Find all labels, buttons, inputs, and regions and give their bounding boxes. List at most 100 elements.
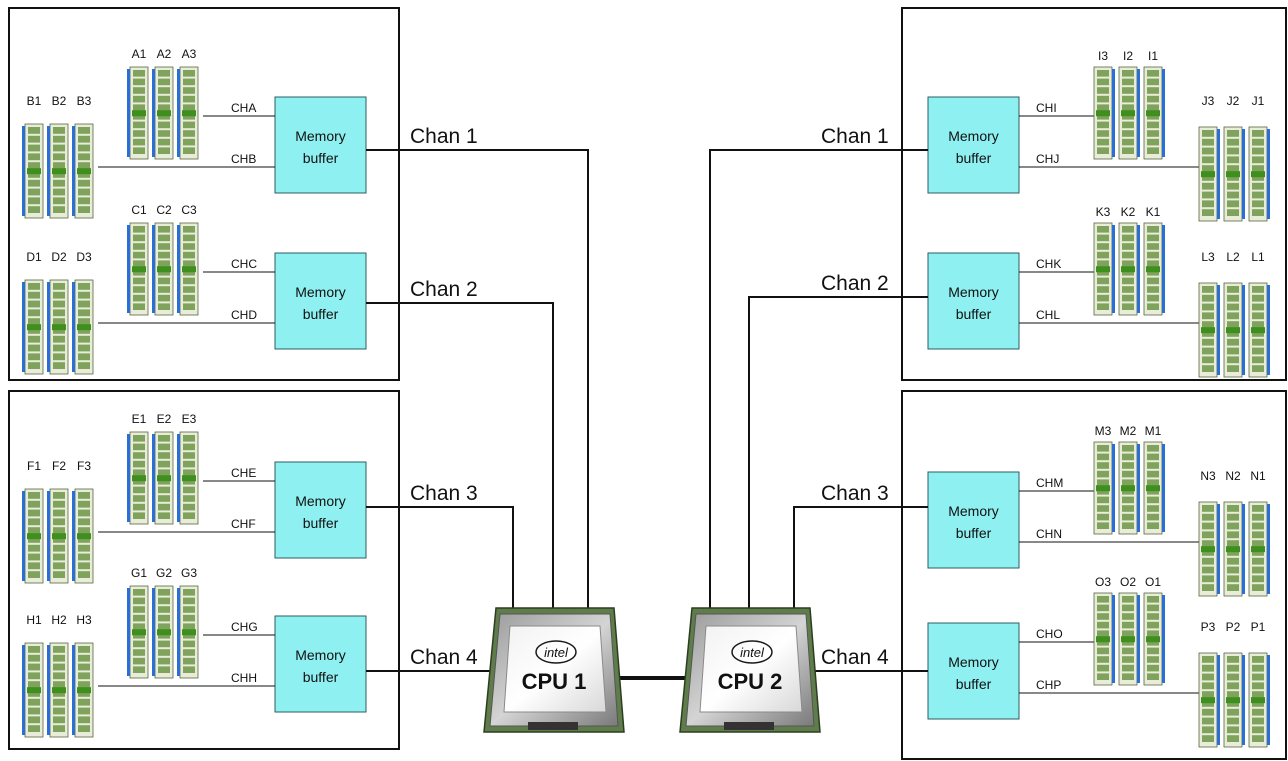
- dimm-chip: [1097, 470, 1109, 478]
- dimm-chip: [28, 725, 40, 732]
- dimm-chip: [133, 113, 145, 120]
- slot-label-l3: L3: [1201, 250, 1215, 264]
- memory-buffer-label: buffer: [956, 676, 992, 692]
- dimm-chip: [28, 135, 40, 143]
- memory-buffer-label: Memory: [948, 284, 999, 300]
- dimm-n1: [1248, 501, 1270, 597]
- dimm-chip: [1227, 708, 1239, 716]
- dimm-chip: [1252, 303, 1264, 311]
- dimm-chip: [1097, 95, 1109, 103]
- dimm-chip: [158, 486, 170, 494]
- dimm-edge: [177, 588, 180, 676]
- dimm-chip: [133, 452, 145, 459]
- dimm-chip: [1147, 630, 1159, 637]
- dimm-band: [27, 533, 41, 540]
- dimm-chip: [183, 243, 195, 250]
- dimm-chip: [1202, 200, 1214, 208]
- dimm-chip: [1097, 269, 1109, 276]
- slot-label-d1: D1: [26, 250, 42, 264]
- dimm-chip: [183, 632, 195, 639]
- dimm-chip: [1202, 531, 1214, 539]
- dimm-edge: [1112, 444, 1115, 532]
- dimm-chip: [1097, 243, 1109, 250]
- dimm-chip: [1252, 330, 1264, 337]
- dimm-chip: [1227, 356, 1239, 364]
- dimm-band: [1251, 327, 1265, 334]
- dimm-edge: [177, 225, 180, 313]
- memory-buffer: [274, 461, 367, 559]
- dimm-chip: [158, 113, 170, 120]
- dimm-band: [1251, 171, 1265, 178]
- memory-buffer: [274, 252, 367, 350]
- dimm-chip: [183, 234, 195, 242]
- dimm-chip: [1252, 130, 1264, 137]
- dimm-chip: [1202, 664, 1214, 672]
- memory-buffer-label: buffer: [303, 669, 339, 685]
- dimm-band: [52, 168, 66, 175]
- dimm-chip: [133, 649, 145, 656]
- dimm-chip: [1252, 174, 1264, 181]
- dimm-chip: [78, 206, 90, 213]
- dimm-chip: [1252, 286, 1264, 293]
- dimm-chip: [133, 614, 145, 622]
- dimm-chip: [183, 121, 195, 129]
- dimm-chip: [1122, 286, 1134, 293]
- dimm-edge: [47, 491, 50, 581]
- dimm-chip: [78, 571, 90, 578]
- dimm-chip: [183, 657, 195, 665]
- dimm-chip: [1147, 269, 1159, 276]
- dimm-chip: [28, 335, 40, 343]
- dimm-chip: [53, 663, 65, 671]
- cpu2-chan-2-label: Chan 2: [821, 272, 889, 295]
- dimm-n2: [1223, 501, 1245, 597]
- dimm-chip: [1227, 130, 1239, 137]
- dimm-edge: [1267, 504, 1270, 594]
- slot-label-c3: C3: [181, 203, 197, 217]
- dimm-chip: [1097, 87, 1109, 94]
- dimm-p3: [1198, 652, 1220, 748]
- slot-label-i2: I2: [1123, 49, 1133, 63]
- dimm-chip: [1252, 700, 1264, 707]
- dimm-chip: [78, 335, 90, 343]
- cpu-brand: intel: [740, 645, 765, 660]
- dimm-chip: [1252, 531, 1264, 539]
- memory-buffer: [927, 96, 1020, 194]
- cpu1-chan-3-label: Chan 3: [410, 482, 478, 505]
- dimm-chip: [1147, 453, 1159, 461]
- dimm-chip: [1147, 95, 1159, 103]
- dimm-band: [182, 629, 196, 636]
- dimm-chip: [78, 309, 90, 317]
- cpu1-chan-4-label: Chan 4: [410, 646, 478, 669]
- dimm-edge: [1112, 225, 1115, 313]
- dimm-band: [1201, 171, 1215, 178]
- dimm-chip: [1252, 312, 1264, 320]
- dimm-chip: [1252, 566, 1264, 574]
- dimm-chip: [28, 672, 40, 680]
- dimm-chip: [1227, 540, 1239, 547]
- cpu1-chan-2-label: Chan 2: [410, 278, 478, 301]
- dimm-chip: [28, 188, 40, 196]
- dimm-chip: [1097, 277, 1109, 285]
- dimm-chip: [158, 87, 170, 94]
- dimm-chip: [53, 135, 65, 143]
- dimm-k3: [1093, 222, 1115, 316]
- dimm-chip: [183, 70, 195, 77]
- memory-buffer-label: Memory: [948, 654, 999, 670]
- dimm-chip: [158, 234, 170, 242]
- memory-buffer: [927, 471, 1020, 569]
- dimm-d2: [47, 279, 69, 375]
- dimm-chip: [53, 716, 65, 724]
- dimm-chip: [53, 335, 65, 343]
- dimm-chip: [1097, 78, 1109, 86]
- dimm-chip: [1252, 156, 1264, 164]
- dimm-chip: [1147, 87, 1159, 94]
- dimm-chip: [28, 654, 40, 662]
- dimm-chip: [1227, 165, 1239, 172]
- dimm-band: [77, 168, 91, 175]
- channel-label-cho: CHO: [1036, 627, 1063, 641]
- dimm-chip: [183, 130, 195, 137]
- dimm-chip: [183, 95, 195, 103]
- dimm-chip: [133, 147, 145, 154]
